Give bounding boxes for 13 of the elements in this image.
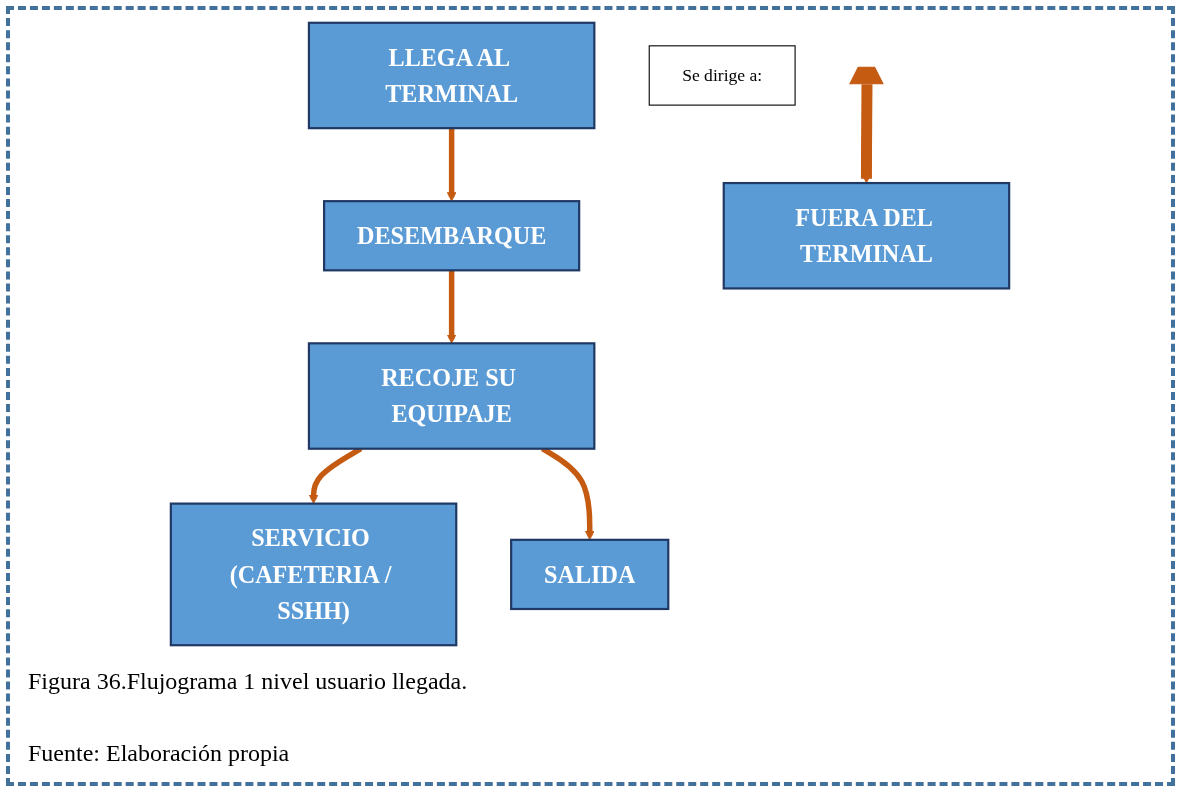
source-note: Fuente: Elaboración propia bbox=[28, 740, 290, 767]
node-box: LLEGA AL TERMINAL bbox=[307, 21, 596, 130]
node-bar bbox=[849, 66, 884, 85]
arrow bbox=[860, 84, 873, 184]
node-box: SERVICIO (CAFETERIA / SSHH) bbox=[169, 502, 458, 647]
arrow bbox=[446, 270, 457, 344]
node-box: FUERA DEL TERMINAL bbox=[722, 181, 1011, 290]
node-box: RECOJE SU EQUIPAJE bbox=[307, 342, 596, 450]
node-box: DESEMBARQUE bbox=[323, 200, 581, 272]
node-box: SALIDA bbox=[510, 538, 670, 611]
figure-caption: Figura 36.Flujograma 1 nivel usuario llegada. bbox=[28, 668, 468, 695]
arrow bbox=[446, 128, 457, 202]
node-box: Se dirige a: bbox=[648, 45, 796, 106]
